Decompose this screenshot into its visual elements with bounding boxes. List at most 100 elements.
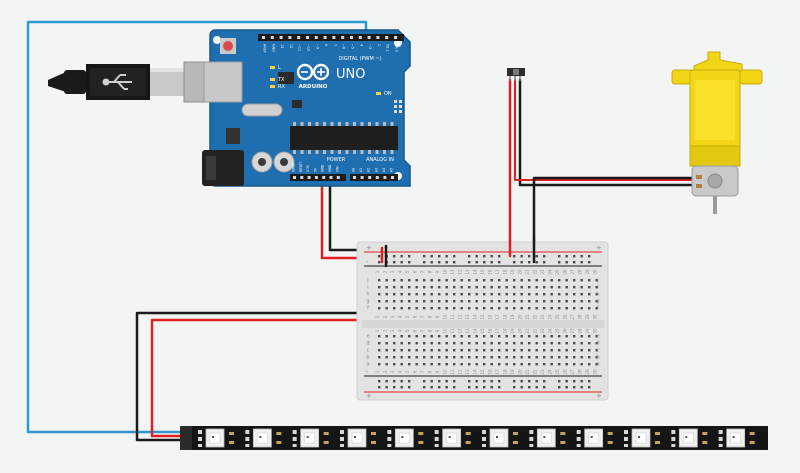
rail-hole[interactable] xyxy=(498,261,501,264)
terminal-hole[interactable] xyxy=(490,363,493,366)
terminal-hole[interactable] xyxy=(528,293,531,296)
header-pin[interactable] xyxy=(288,36,292,39)
terminal-hole[interactable] xyxy=(423,342,426,345)
terminal-hole[interactable] xyxy=(460,335,463,338)
terminal-hole[interactable] xyxy=(498,363,501,366)
rail-hole[interactable] xyxy=(408,255,411,258)
terminal-hole[interactable] xyxy=(573,286,576,289)
terminal-hole[interactable] xyxy=(408,279,411,282)
rail-hole[interactable] xyxy=(565,261,568,264)
header-pin[interactable] xyxy=(385,36,389,39)
rail-hole[interactable] xyxy=(543,261,546,264)
rail-hole[interactable] xyxy=(438,380,441,383)
wire-black-gnd[interactable] xyxy=(328,184,388,252)
rail-hole[interactable] xyxy=(475,261,478,264)
rail-hole[interactable] xyxy=(445,255,448,258)
terminal-hole[interactable] xyxy=(573,293,576,296)
header-pin[interactable] xyxy=(391,176,394,179)
terminal-hole[interactable] xyxy=(423,307,426,310)
terminal-hole[interactable] xyxy=(423,300,426,303)
wire-red-strip-vcc[interactable] xyxy=(150,260,390,438)
rail-hole[interactable] xyxy=(490,255,493,258)
header-pin[interactable] xyxy=(376,36,380,39)
terminal-hole[interactable] xyxy=(378,300,381,303)
terminal-hole[interactable] xyxy=(393,342,396,345)
rail-hole[interactable] xyxy=(520,380,523,383)
rail-hole[interactable] xyxy=(558,261,561,264)
rail-hole[interactable] xyxy=(565,380,568,383)
terminal-hole[interactable] xyxy=(543,349,546,352)
rail-hole[interactable] xyxy=(535,380,538,383)
rail-hole[interactable] xyxy=(558,386,561,389)
terminal-hole[interactable] xyxy=(528,349,531,352)
rail-hole[interactable] xyxy=(483,386,486,389)
terminal-hole[interactable] xyxy=(595,300,598,303)
terminal-hole[interactable] xyxy=(565,349,568,352)
header-pin[interactable] xyxy=(300,176,304,179)
terminal-hole[interactable] xyxy=(550,335,553,338)
rail-hole[interactable] xyxy=(528,380,531,383)
terminal-hole[interactable] xyxy=(475,279,478,282)
terminal-hole[interactable] xyxy=(378,349,381,352)
terminal-hole[interactable] xyxy=(528,307,531,310)
rail-hole[interactable] xyxy=(430,386,433,389)
terminal-hole[interactable] xyxy=(565,363,568,366)
terminal-hole[interactable] xyxy=(475,342,478,345)
terminal-hole[interactable] xyxy=(415,279,418,282)
header-pin[interactable] xyxy=(329,176,333,179)
terminal-hole[interactable] xyxy=(423,349,426,352)
header-pin[interactable] xyxy=(270,36,274,39)
rail-hole[interactable] xyxy=(490,386,493,389)
rail-hole[interactable] xyxy=(535,386,538,389)
header-pin[interactable] xyxy=(341,36,345,39)
terminal-hole[interactable] xyxy=(520,342,523,345)
terminal-hole[interactable] xyxy=(423,356,426,359)
terminal-hole[interactable] xyxy=(460,342,463,345)
terminal-hole[interactable] xyxy=(430,307,433,310)
terminal-hole[interactable] xyxy=(490,286,493,289)
switch-lever[interactable] xyxy=(513,69,519,75)
terminal-hole[interactable] xyxy=(595,307,598,310)
terminal-hole[interactable] xyxy=(438,342,441,345)
terminal-hole[interactable] xyxy=(483,342,486,345)
rail-hole[interactable] xyxy=(565,255,568,258)
header-pin[interactable] xyxy=(314,176,318,179)
header-pin[interactable] xyxy=(368,176,372,179)
rail-hole[interactable] xyxy=(408,380,411,383)
terminal-hole[interactable] xyxy=(513,307,516,310)
rail-hole[interactable] xyxy=(528,261,531,264)
terminal-hole[interactable] xyxy=(445,279,448,282)
terminal-hole[interactable] xyxy=(483,286,486,289)
terminal-hole[interactable] xyxy=(393,300,396,303)
rail-hole[interactable] xyxy=(573,386,576,389)
terminal-hole[interactable] xyxy=(490,335,493,338)
header-pin[interactable] xyxy=(353,176,356,179)
rail-hole[interactable] xyxy=(543,380,546,383)
terminal-hole[interactable] xyxy=(513,356,516,359)
terminal-hole[interactable] xyxy=(445,335,448,338)
terminal-hole[interactable] xyxy=(483,307,486,310)
terminal-hole[interactable] xyxy=(528,363,531,366)
reset-button-cap[interactable] xyxy=(223,41,233,51)
rail-hole[interactable] xyxy=(400,380,403,383)
terminal-hole[interactable] xyxy=(505,349,508,352)
terminal-hole[interactable] xyxy=(528,286,531,289)
terminal-hole[interactable] xyxy=(520,307,523,310)
terminal-hole[interactable] xyxy=(498,293,501,296)
terminal-hole[interactable] xyxy=(528,356,531,359)
header-pin[interactable] xyxy=(358,36,362,39)
terminal-hole[interactable] xyxy=(460,349,463,352)
rail-hole[interactable] xyxy=(513,380,516,383)
terminal-hole[interactable] xyxy=(438,286,441,289)
terminal-hole[interactable] xyxy=(490,307,493,310)
terminal-hole[interactable] xyxy=(393,356,396,359)
terminal-hole[interactable] xyxy=(550,300,553,303)
terminal-hole[interactable] xyxy=(385,349,388,352)
terminal-hole[interactable] xyxy=(588,335,591,338)
terminal-hole[interactable] xyxy=(513,293,516,296)
terminal-hole[interactable] xyxy=(460,363,463,366)
header-pin[interactable] xyxy=(394,36,397,39)
terminal-hole[interactable] xyxy=(423,286,426,289)
terminal-hole[interactable] xyxy=(580,349,583,352)
rail-hole[interactable] xyxy=(498,386,501,389)
